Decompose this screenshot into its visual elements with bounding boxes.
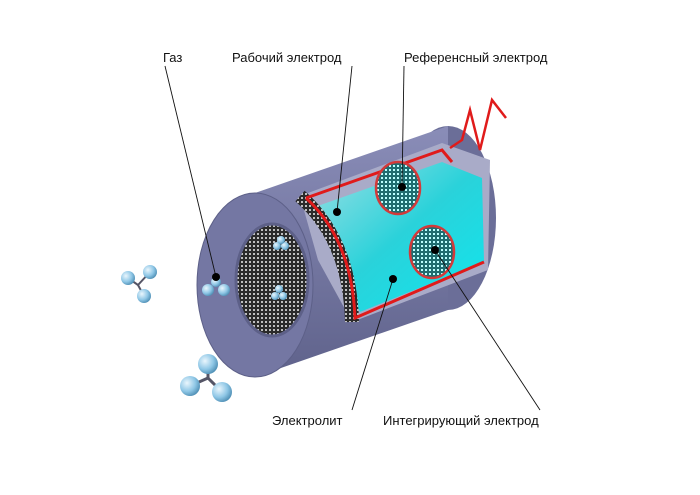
integrating-electrode-leader-line [434,249,541,411]
reference-electrode-leader-line [401,65,405,188]
molecule [273,236,289,250]
working-electrode-wire [304,148,485,321]
molecule [121,265,157,303]
sensor-housing [196,126,496,378]
label-integrating-electrode: Интегрирующий электрод [383,413,539,428]
reference-electrode-marker-dot [398,183,406,191]
electrolyte-marker-dot [389,275,397,283]
working-electrode-leader-line [336,65,353,213]
integrating-electrode-marker-dot [431,246,439,254]
label-electrolyte: Электролит [272,413,343,428]
gas-molecules [121,236,289,402]
gas-leader-line [164,65,217,278]
gas-inlet-mesh [234,222,310,338]
label-gas: Газ [163,50,182,65]
electrolyte-leader-line [351,278,394,411]
signal-wire [449,97,507,151]
molecule [180,354,232,402]
working-electrode-marker-dot [333,208,341,216]
molecule [271,285,287,300]
gas-marker-dot [212,273,220,281]
label-working-electrode: Рабочий электрод [232,50,342,65]
label-reference-electrode: Референсный электрод [404,50,548,65]
reference-electrode-disc [374,160,422,216]
